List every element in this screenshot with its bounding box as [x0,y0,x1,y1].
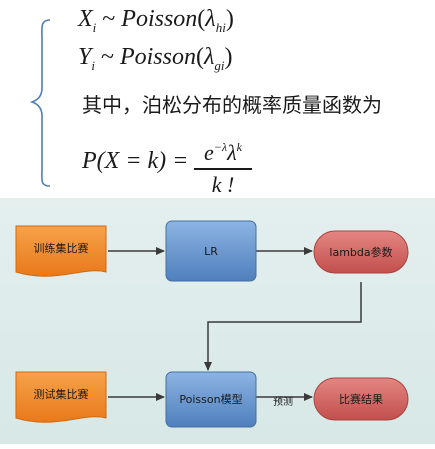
pmf-denominator: k ! [211,171,235,197]
formula-line-x: Xi ~ Poisson(λhi) [78,6,234,35]
poisson-model-label: Poisson模型 [179,392,242,406]
result-node [313,377,409,421]
train-set-node [15,225,107,277]
lambda-label: lambda参数 [329,245,392,259]
result-label: 比赛结果 [339,392,383,406]
flowchart-panel: 训练集比赛 LR lambda参数 测试集比赛 Poisson模型 预测 比赛结… [0,198,435,444]
flowchart: 训练集比赛 LR lambda参数 测试集比赛 Poisson模型 预测 比赛结… [15,220,409,428]
poisson-model-node [165,371,257,428]
train-set-label: 训练集比赛 [34,241,89,255]
fraction-bar [194,168,252,170]
lambda-node [313,230,409,274]
pmf-description: 其中，泊松分布的概率质量函数为 [82,93,382,117]
formula-panel: Xi ~ Poisson(λhi) Yi ~ Poisson(λgi) 其中，泊… [0,0,435,198]
lr-label: LR [204,245,218,258]
test-set-label: 测试集比赛 [34,387,89,401]
left-brace [30,19,51,187]
lr-node [165,220,257,282]
predict-label: 预测 [273,395,293,408]
pmf-numerator: e−λλk [204,140,242,165]
pmf-left-side: P(X = k) = [82,148,189,174]
arrow-lambda-to-poisson [204,282,362,371]
pmf-fraction: e−λλk k ! [194,134,252,198]
formula-line-y: Yi ~ Poisson(λgi) [78,44,233,73]
test-set-node [15,371,107,423]
